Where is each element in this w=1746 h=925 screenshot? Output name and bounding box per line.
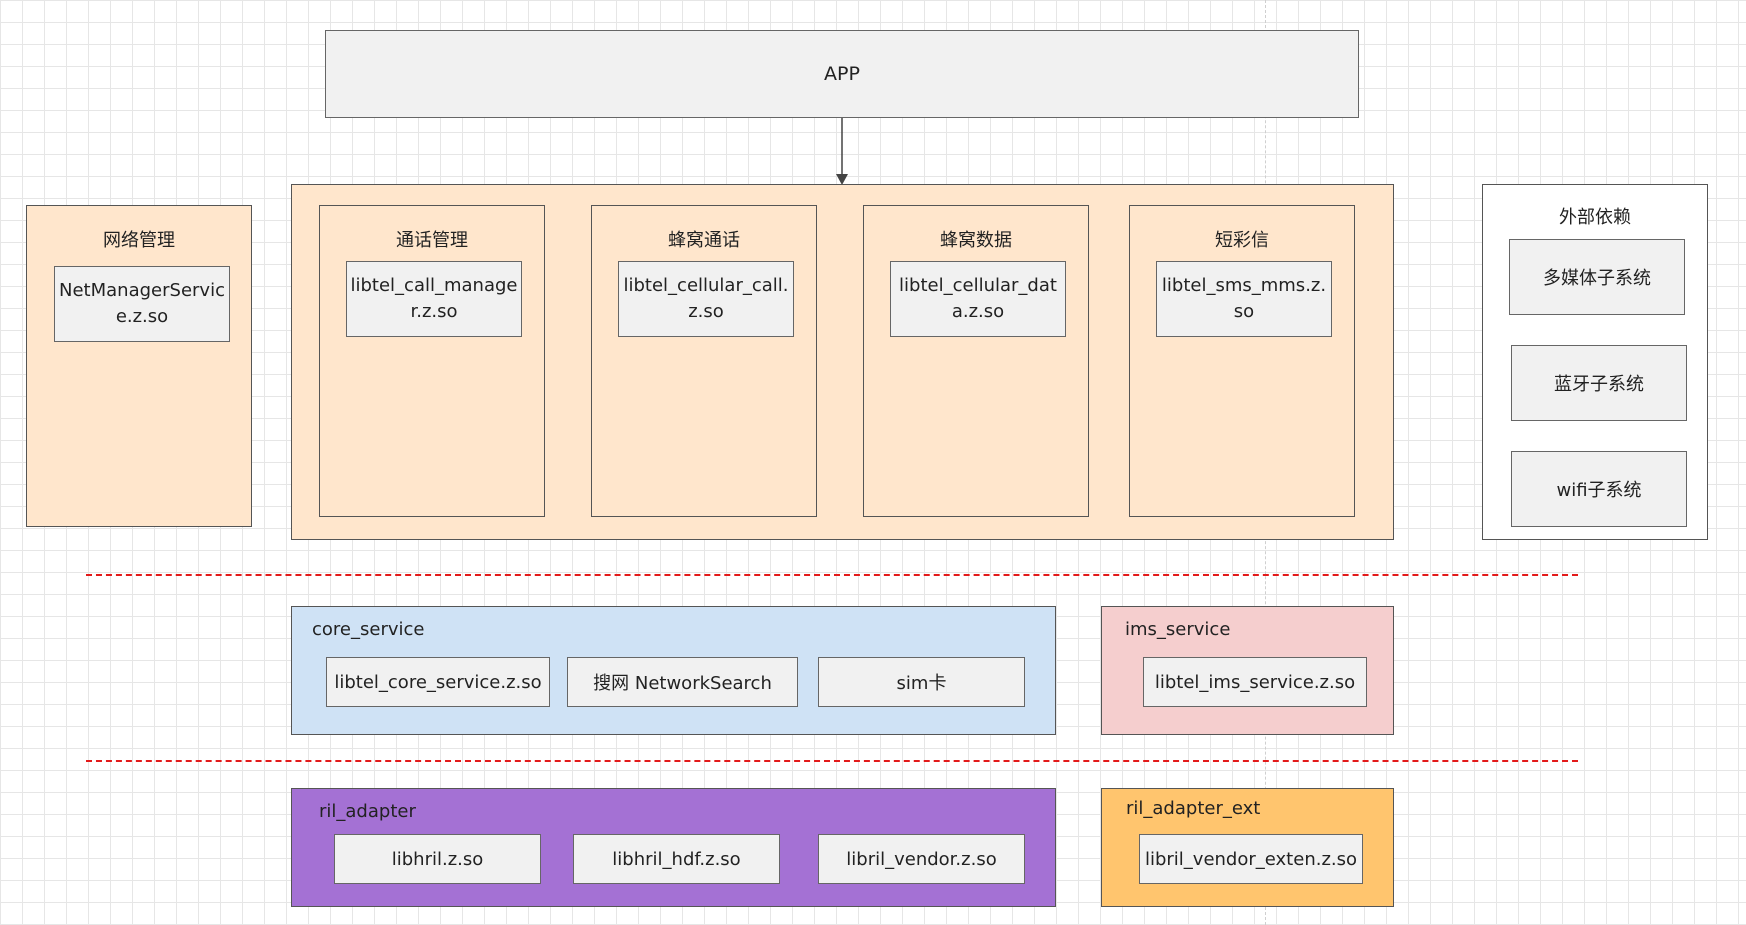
libril-vendor-module[interactable]: libril_vendor.z.so <box>818 834 1025 884</box>
core-service-module[interactable]: libtel_core_service.z.so <box>326 657 550 707</box>
network-search-module[interactable]: 搜网 NetworkSearch <box>567 657 798 707</box>
call-manager-group[interactable]: 通话管理 libtel_call_manager.z.so <box>319 205 545 517</box>
app-label: APP <box>824 63 860 85</box>
ims-service-module[interactable]: libtel_ims_service.z.so <box>1143 657 1367 707</box>
ims-service-box[interactable]: ims_service libtel_ims_service.z.so <box>1101 606 1394 735</box>
cellular-call-module[interactable]: libtel_cellular_call.z.so <box>618 261 794 337</box>
wifi-subsystem[interactable]: wifi子系统 <box>1511 451 1687 527</box>
core-service-box[interactable]: core_service libtel_core_service.z.so 搜网… <box>291 606 1056 735</box>
multimedia-subsystem[interactable]: 多媒体子系统 <box>1509 239 1685 315</box>
ril-adapter-title: ril_adapter <box>319 801 416 822</box>
external-dependencies-title: 外部依赖 <box>1559 207 1631 228</box>
layer-separator-bottom <box>86 760 1578 762</box>
telephony-framework-container[interactable]: 通话管理 libtel_call_manager.z.so 蜂窝通话 libte… <box>291 184 1394 540</box>
bluetooth-subsystem[interactable]: 蓝牙子系统 <box>1511 345 1687 421</box>
app-box[interactable]: APP <box>325 30 1359 118</box>
ril-adapter-box[interactable]: ril_adapter libhril.z.so libhril_hdf.z.s… <box>291 788 1056 907</box>
libhril-hdf-module[interactable]: libhril_hdf.z.so <box>573 834 780 884</box>
group-title: 短彩信 <box>1215 230 1269 251</box>
ims-service-title: ims_service <box>1125 619 1231 640</box>
external-dependencies-box[interactable]: 外部依赖 多媒体子系统 蓝牙子系统 wifi子系统 <box>1482 184 1708 540</box>
call-manager-module[interactable]: libtel_call_manager.z.so <box>346 261 522 337</box>
cellular-data-group[interactable]: 蜂窝数据 libtel_cellular_data.z.so <box>863 205 1089 517</box>
cellular-call-group[interactable]: 蜂窝通话 libtel_cellular_call.z.so <box>591 205 817 517</box>
netmanager-module[interactable]: NetManagerService.z.so <box>54 266 230 342</box>
sim-card-module[interactable]: sim卡 <box>818 657 1025 707</box>
app-to-telephony-arrow <box>836 118 848 185</box>
libril-vendor-exten-module[interactable]: libril_vendor_exten.z.so <box>1139 834 1363 884</box>
sms-mms-group[interactable]: 短彩信 libtel_sms_mms.z.so <box>1129 205 1355 517</box>
ril-adapter-ext-title: ril_adapter_ext <box>1126 798 1261 819</box>
cellular-data-module[interactable]: libtel_cellular_data.z.so <box>890 261 1066 337</box>
core-service-title: core_service <box>312 619 425 640</box>
libhril-module[interactable]: libhril.z.so <box>334 834 541 884</box>
group-title: 蜂窝数据 <box>940 230 1012 251</box>
network-management-title: 网络管理 <box>103 230 175 251</box>
group-title: 通话管理 <box>396 230 468 251</box>
ril-adapter-ext-box[interactable]: ril_adapter_ext libril_vendor_exten.z.so <box>1101 788 1394 907</box>
sms-mms-module[interactable]: libtel_sms_mms.z.so <box>1156 261 1332 337</box>
network-management-box[interactable]: 网络管理 NetManagerService.z.so <box>26 205 252 527</box>
layer-separator-top <box>86 574 1578 576</box>
group-title: 蜂窝通话 <box>668 230 740 251</box>
